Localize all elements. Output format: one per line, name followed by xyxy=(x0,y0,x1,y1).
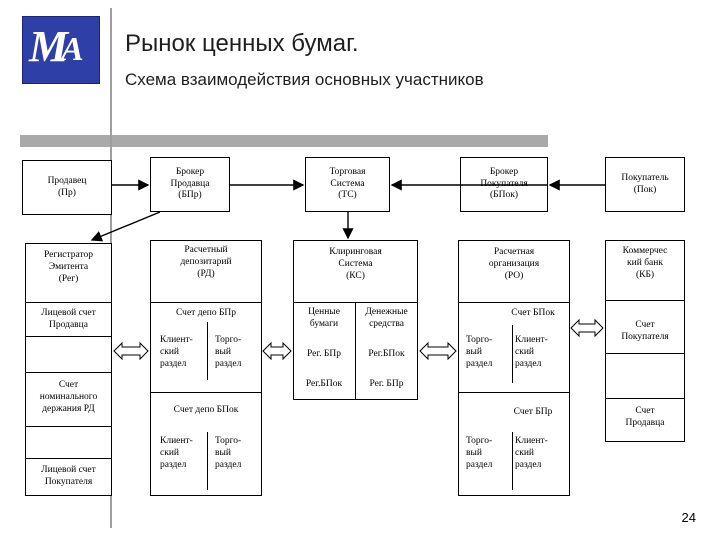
clearing-cash: Денежные средства xyxy=(365,307,408,329)
divider xyxy=(25,336,112,337)
broker-seller-box: Брокер Продавца (БПр) xyxy=(150,157,230,212)
depository-client-section-2: Клиент- ский раздел xyxy=(160,436,193,470)
depository-frame xyxy=(150,240,262,496)
double-arrow-depository-clearing xyxy=(262,341,292,361)
divider xyxy=(355,302,356,400)
bank-frame xyxy=(605,240,685,442)
double-arrow-settlement-bank xyxy=(570,318,604,338)
logo-letter-a: A xyxy=(61,31,84,68)
double-arrow-registrar-depository xyxy=(113,341,149,361)
settlement-trading-section-2: Торго- вый раздел xyxy=(466,436,493,470)
registrar-nominee-account: Счет номинального держания РД xyxy=(39,380,98,414)
trading-system-box: Торговая Система (ТС) xyxy=(305,157,390,212)
depository-client-section: Клиент- ский раздел xyxy=(160,335,193,369)
divider xyxy=(605,300,685,301)
settlement-trading-section: Торго- вый раздел xyxy=(466,335,493,369)
divider xyxy=(25,426,112,427)
bank-buyer-account: Счет Покупателя xyxy=(621,320,669,342)
page-number: 24 xyxy=(681,510,696,525)
registrar-frame xyxy=(25,243,112,496)
divider xyxy=(25,372,112,373)
settlement-frame xyxy=(458,240,570,496)
page-title: Рынок ценных бумаг. xyxy=(125,30,359,57)
settlement-client-section-2: Клиент- ский раздел xyxy=(515,436,548,470)
registrar-seller-account: Лицевой счет Продавца xyxy=(41,308,96,330)
settlement-client-section: Клиент- ский раздел xyxy=(515,335,548,369)
depository-title: Расчетный депозитарий (РД) xyxy=(180,245,232,279)
settlement-account-bpok: Счет БПок xyxy=(511,308,555,318)
divider xyxy=(512,432,513,490)
logo-letter-m: M xyxy=(29,22,69,71)
divider xyxy=(207,432,208,490)
settlement-title: Расчетная организация (РО) xyxy=(488,247,540,281)
divider xyxy=(25,302,112,303)
clearing-reg-bpok-2: Рег.БПок xyxy=(305,379,343,389)
header-rule-right xyxy=(112,135,548,147)
buyer-box: Покупатель (Пок) xyxy=(605,157,685,212)
header-rule-left xyxy=(20,135,110,147)
depo-account-bpok: Счет депо БПок xyxy=(173,405,239,415)
depository-trading-section-2: Торго- вый раздел xyxy=(215,436,242,470)
double-arrow-clearing-settlement xyxy=(419,341,457,361)
clearing-securities: Ценные бумаги xyxy=(308,307,340,329)
divider xyxy=(605,353,685,354)
clearing-reg-bpr-2: Рег. БПр xyxy=(369,379,404,389)
seller-box: Продавец (Пр) xyxy=(22,160,112,215)
clearing-reg-bpr: Рег. БПр xyxy=(306,349,341,359)
divider xyxy=(512,325,513,383)
logo: M A xyxy=(22,16,100,84)
depository-trading-section: Торго- вый раздел xyxy=(215,335,242,369)
divider xyxy=(605,398,685,399)
divider xyxy=(150,392,262,393)
clearing-reg-bpok: Рег.БПок xyxy=(368,349,405,359)
page-subtitle: Схема взаимодействия основных участников xyxy=(125,70,484,89)
registrar-buyer-account: Лицевой счет Покупателя xyxy=(41,465,96,487)
bank-title: Коммерчес кий банк (КБ) xyxy=(622,246,668,280)
divider xyxy=(458,392,570,393)
divider xyxy=(458,302,570,303)
divider xyxy=(207,322,208,380)
double-arrows xyxy=(113,318,604,361)
depo-account-bpr: Счет депо БПр xyxy=(175,308,237,318)
clearing-title: Клиринговая Система (КС) xyxy=(329,247,382,281)
divider xyxy=(150,302,262,303)
bank-seller-account: Счет Продавца xyxy=(625,406,665,428)
registrar-title: Регистратор Эмитента (Рег) xyxy=(43,250,94,284)
settlement-account-bpr: Счет БПр xyxy=(513,407,553,417)
divider xyxy=(25,458,112,459)
arrow-broker-to-registrar xyxy=(90,211,161,242)
